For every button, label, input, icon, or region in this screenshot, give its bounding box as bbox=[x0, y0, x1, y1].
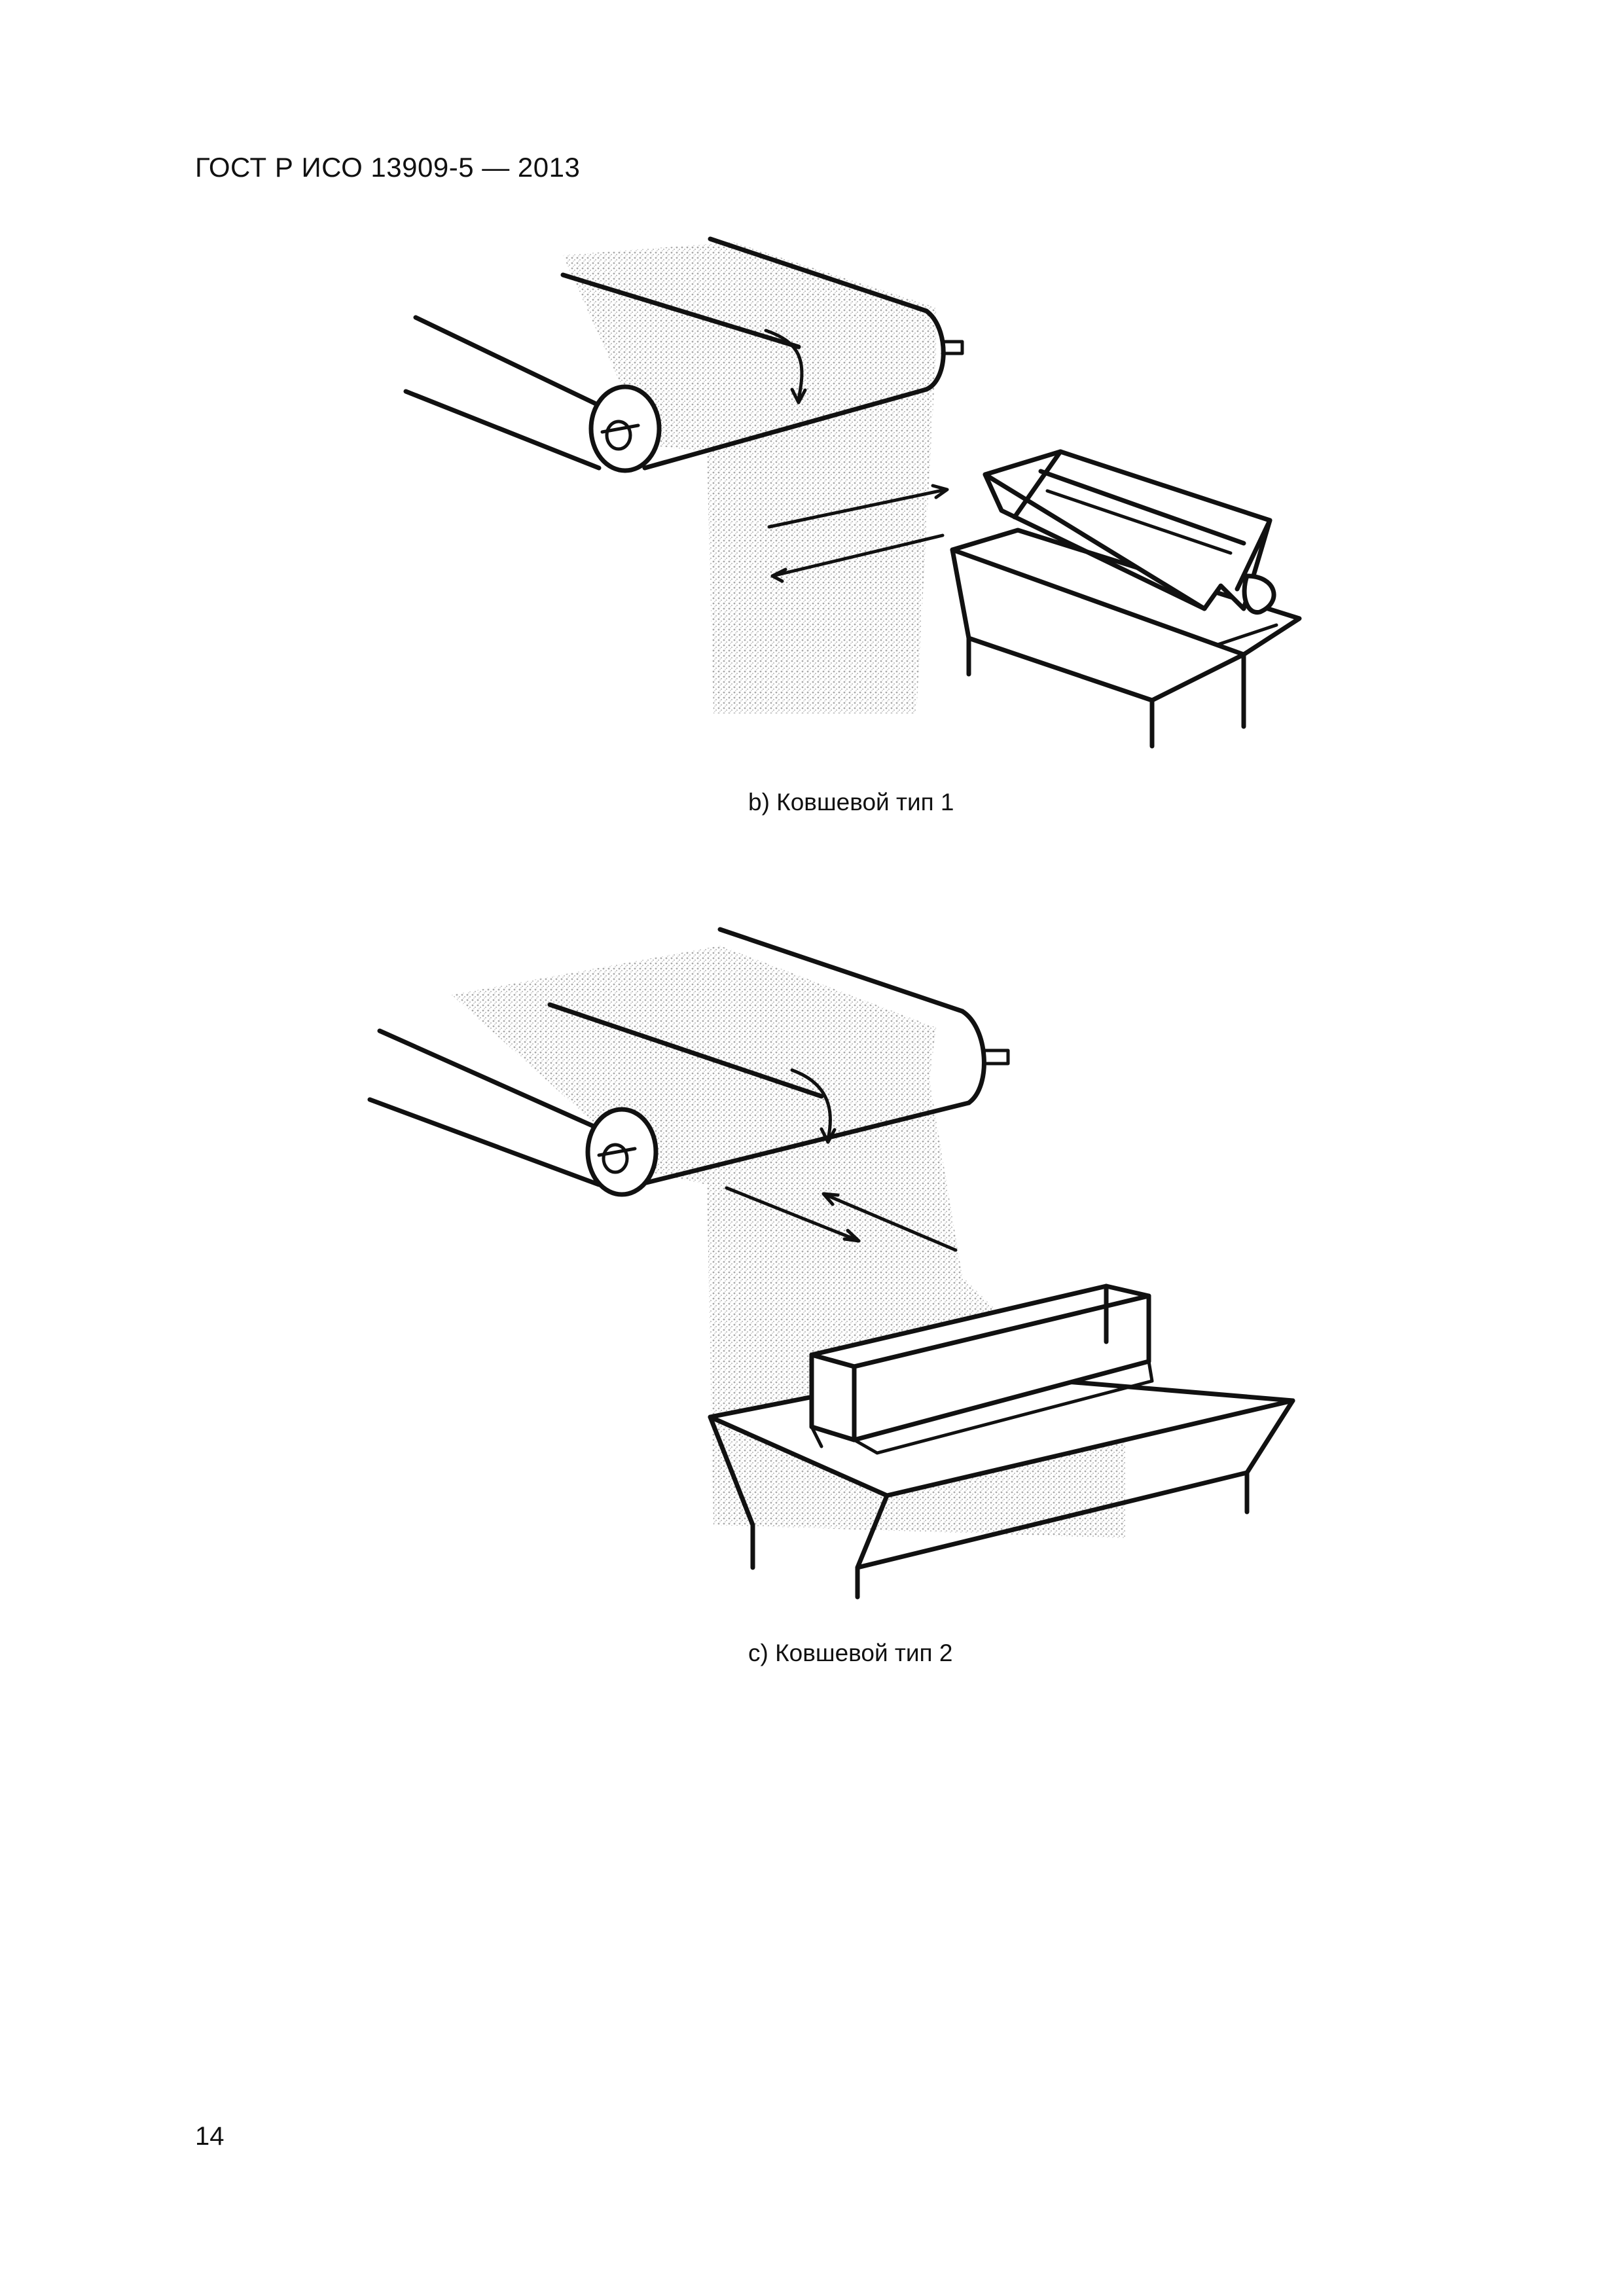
figure-bucket-type-1: b) Ковшевой тип 1 bbox=[0, 0, 1624, 851]
bucket-type-2-illustration bbox=[367, 927, 1295, 1600]
cutter-travel-arrows bbox=[767, 484, 949, 583]
figure-caption-c: c) Ковшевой тип 2 bbox=[748, 1640, 953, 1666]
page-header: ГОСТ Р ИСО 13909-5 — 2013 bbox=[195, 152, 581, 183]
cutter-travel-arrows bbox=[725, 1186, 958, 1252]
page-number: 14 bbox=[195, 2122, 225, 2151]
bucket-type-1-illustration bbox=[403, 236, 1302, 749]
conveyor-belt bbox=[367, 927, 1010, 1197]
sample-hopper bbox=[950, 528, 1302, 749]
bucket-cutter-v-profile bbox=[983, 449, 1276, 615]
roller-axle-end bbox=[605, 420, 632, 451]
figure-bucket-type-2: c) Ковшевой тип 2 bbox=[0, 884, 1624, 1702]
roller-axle-end bbox=[602, 1143, 629, 1174]
figure-caption-b: b) Ковшевой тип 1 bbox=[748, 789, 954, 816]
conveyor-belt bbox=[403, 236, 964, 473]
material-stream bbox=[563, 242, 936, 713]
bucket-cutter-box-profile bbox=[809, 1283, 1154, 1455]
